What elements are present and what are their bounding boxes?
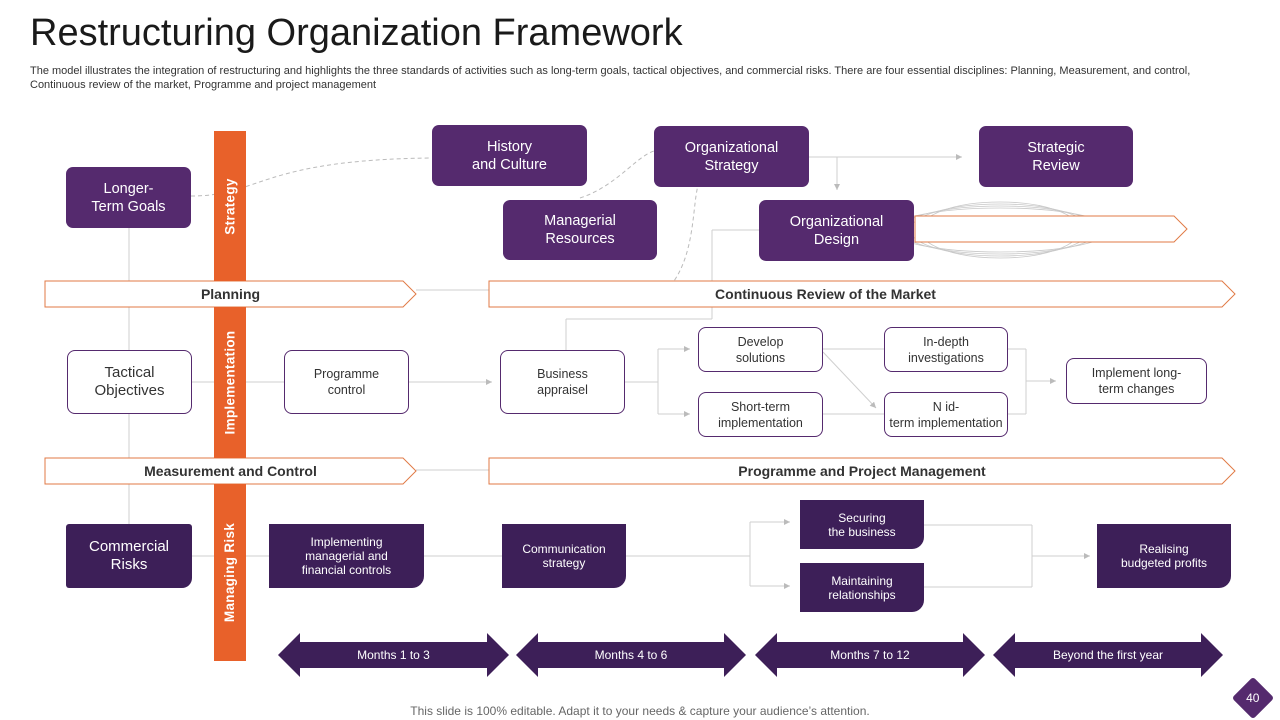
maintaining-relationships-box: Maintaining relationships [800, 563, 924, 612]
timeline-beyond-first-year: Beyond the first year [1052, 648, 1164, 662]
footer-note: This slide is 100% editable. Adapt it to… [410, 704, 870, 718]
band-programme-management: Programme and Project Management [738, 463, 986, 479]
implement-long-term-changes-box: Implement long- term changes [1066, 358, 1207, 404]
implementing-controls-box: Implementing managerial and financial co… [269, 524, 424, 588]
page-title: Restructuring Organization Framework [30, 12, 683, 54]
realising-profits-box: Realising budgeted profits [1097, 524, 1231, 588]
short-term-implementation-box: Short-term implementation [698, 392, 823, 437]
timeline-months-1-3: Months 1 to 3 [357, 648, 430, 662]
timeline-months-7-12: Months 7 to 12 [830, 648, 910, 662]
band-planning: Planning [200, 286, 261, 302]
tactical-objectives-box: Tactical Objectives [67, 350, 192, 414]
mid-term-implementation-box: N id- term implementation [884, 392, 1008, 437]
managerial-resources-box: Managerial Resources [503, 200, 657, 260]
managing-risk-vertical-label: Managing Risk [214, 484, 246, 661]
business-appraisel-box: Business appraisel [500, 350, 625, 414]
organizational-design-box: Organizational Design [759, 200, 914, 261]
commercial-risks-box: Commercial Risks [66, 524, 192, 588]
page-number: 40 [1246, 690, 1260, 705]
band-continuous-review: Continuous Review of the Market [715, 286, 936, 302]
programme-control-box: Programme control [284, 350, 409, 414]
timeline-months-4-6: Months 4 to 6 [594, 648, 668, 662]
history-culture-box: History and Culture [432, 125, 587, 186]
organizational-strategy-box: Organizational Strategy [654, 126, 809, 187]
longer-term-goals-box: Longer- Term Goals [66, 167, 191, 228]
band-measurement-control: Measurement and Control [144, 463, 317, 479]
implementation-vertical-label: Implementation [214, 307, 246, 458]
in-depth-investigations-box: In-depth investigations [884, 327, 1008, 372]
communication-strategy-box: Communication strategy [502, 524, 626, 588]
develop-solutions-box: Develop solutions [698, 327, 823, 372]
page-description: The model illustrates the integration of… [30, 65, 1191, 91]
securing-business-box: Securing the business [800, 500, 924, 549]
strategic-review-box: Strategic Review [979, 126, 1133, 187]
strategy-vertical-label: Strategy [214, 131, 246, 281]
